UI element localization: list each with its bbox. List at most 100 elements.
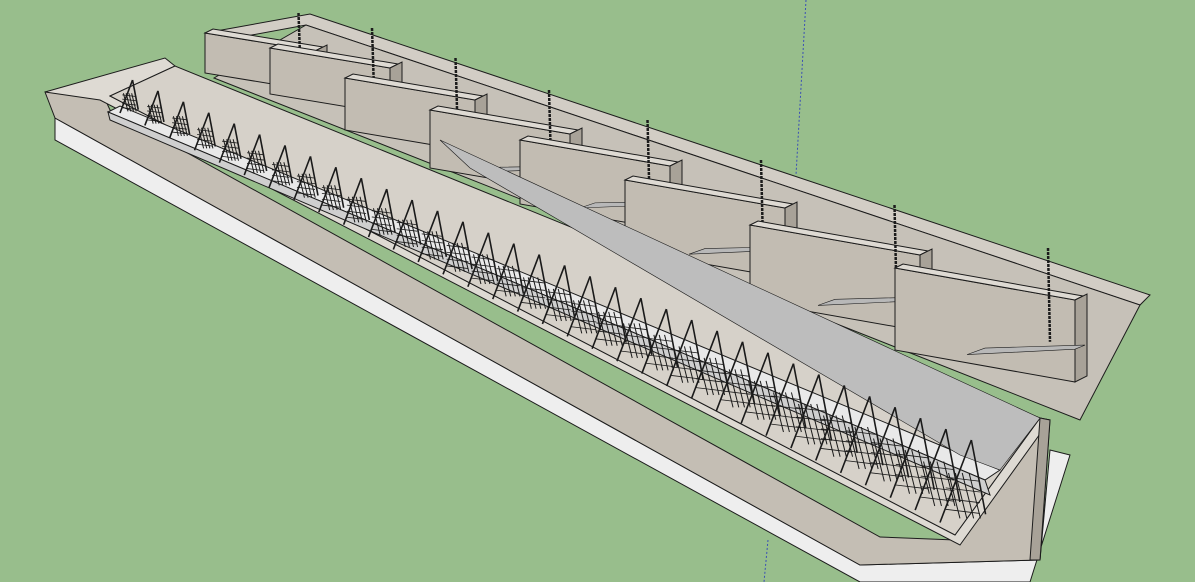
rack-crossbar [845, 430, 878, 436]
pen-8 [893, 247, 1088, 383]
rack-crossbar [596, 330, 622, 335]
rack-crossbar [471, 256, 495, 261]
rack-bar [301, 173, 309, 198]
rack-leg-right [589, 276, 602, 331]
rack-crossbar [770, 414, 801, 419]
rack-crossbar [870, 462, 904, 467]
rack-bar [254, 150, 262, 174]
rack-leg-left [119, 79, 134, 114]
rack-20 [591, 286, 627, 350]
rack-leg-left [889, 417, 922, 498]
rack-bar [728, 369, 740, 408]
rack-crossbar [446, 245, 469, 249]
rack-bar [753, 380, 765, 420]
rack-leg-right [945, 428, 961, 503]
blue-axis-upper [795, 0, 807, 176]
rack-leg-left [939, 439, 973, 523]
rack-leg-left [168, 101, 185, 139]
rack-crossbar [746, 402, 776, 407]
rack-leg-left [318, 166, 337, 213]
rack-bar [608, 311, 618, 346]
rack-crossbar [371, 222, 392, 226]
rack-crossbar [920, 465, 955, 470]
rack-crossbar [696, 369, 725, 374]
rack-12 [392, 199, 422, 250]
rack-crossbar [721, 399, 750, 404]
rack-leg-right [284, 145, 294, 184]
rack-bar [380, 208, 389, 235]
rack-crossbar [820, 448, 853, 453]
rack-crossbar [795, 426, 827, 431]
rack-crossbar [746, 393, 776, 398]
rack-bar [477, 254, 486, 285]
rack-14 [442, 221, 473, 275]
rack-crossbar [770, 404, 801, 410]
rack-crossbar [122, 103, 137, 106]
rack-leg-right [665, 308, 679, 368]
rack-leg-left [616, 297, 642, 362]
rack-crossbar [945, 498, 980, 504]
rack-16 [491, 243, 525, 300]
rack-crossbar [820, 418, 853, 424]
rack-crossbar [920, 486, 955, 492]
rack-leg-left [268, 145, 286, 188]
rack-crossbar [421, 240, 443, 244]
rack-crossbar [845, 450, 878, 455]
rack-bar [879, 438, 892, 482]
rack-crossbar [671, 349, 699, 354]
rack-crossbar [197, 143, 213, 147]
rack-bar [810, 403, 822, 445]
rack-crossbar [271, 180, 290, 184]
rack-crossbar [870, 452, 904, 457]
rack-leg-left [367, 188, 388, 238]
rack-crossbar [471, 263, 495, 268]
rack-leg-right [157, 90, 165, 123]
rack-bar [734, 369, 745, 408]
rack-leg-right [487, 232, 499, 282]
rack-crossbar [197, 138, 213, 142]
rack-crossbar [945, 487, 980, 493]
rack-crossbar [521, 302, 546, 306]
rack-crossbar [795, 416, 827, 422]
pen-post [1046, 247, 1052, 342]
rack-5 [218, 123, 242, 163]
rack-crossbar [471, 270, 495, 275]
rack-crossbar [421, 246, 443, 251]
rack-crossbar [222, 150, 239, 154]
rack-crossbar [296, 175, 316, 179]
rack-leg-right [563, 265, 576, 319]
rack-33 [914, 428, 961, 511]
rack-leg-left [392, 199, 413, 250]
rack-leg-right [538, 254, 550, 306]
rack-crossbar [870, 441, 904, 447]
rack-crossbar [396, 221, 418, 226]
rack-crossbar [446, 251, 469, 256]
rack-leg-right [462, 221, 473, 270]
rack-crossbar [496, 268, 520, 272]
rack-3 [168, 101, 191, 139]
rack-bar [784, 392, 796, 433]
rack-bar [204, 127, 211, 149]
rack-crossbar [147, 115, 162, 118]
rack-bar [678, 346, 689, 383]
rack-bar [835, 415, 847, 457]
rack-leg-right [640, 298, 653, 356]
rack-bar [961, 472, 975, 519]
rack-crossbar [945, 476, 980, 482]
rack-bar [860, 426, 873, 470]
pen-floor-patch [966, 344, 1086, 355]
rack-crossbar [496, 282, 520, 287]
rack-bar [929, 461, 942, 507]
rack-crossbar [820, 438, 853, 443]
rack-bar [427, 231, 436, 260]
rack-crossbar [845, 460, 878, 465]
rack-bar [305, 173, 313, 198]
rack-bar [552, 288, 562, 322]
rack-crossbar [845, 440, 878, 445]
rack-bar [653, 334, 664, 371]
rack-leg-right [614, 287, 627, 343]
rack-leg-right [970, 439, 987, 515]
rack-crossbar [172, 131, 188, 135]
